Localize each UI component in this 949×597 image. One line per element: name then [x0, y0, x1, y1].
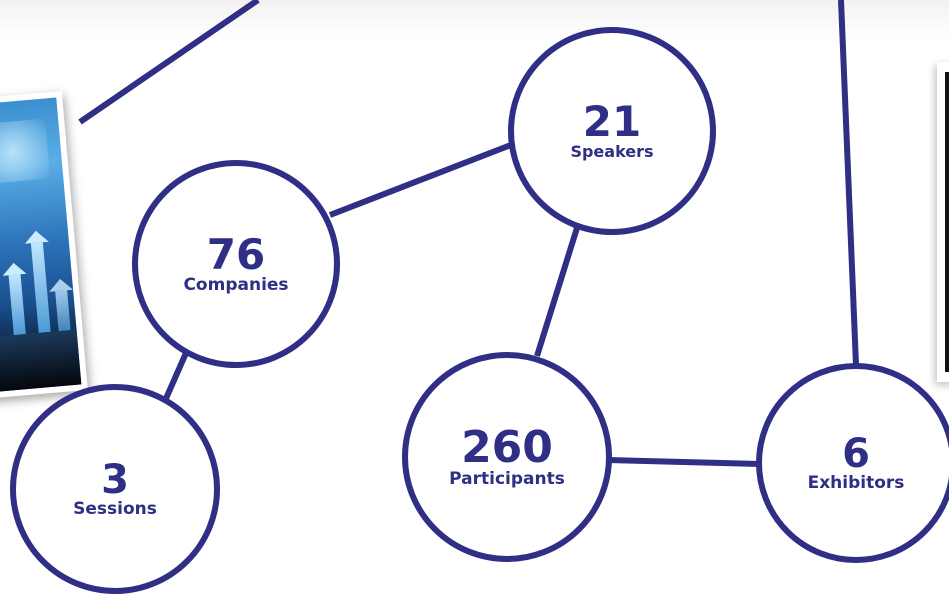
stat-participants-number: 260: [461, 421, 553, 473]
line-top-left: [78, 0, 260, 125]
stat-exhibitors-label: Exhibitors: [807, 472, 905, 493]
stat-companies-number: 76: [206, 229, 266, 279]
stat-speakers-number: 21: [582, 97, 642, 147]
right-photo-card: [937, 62, 949, 382]
line-participants-exhibitors: [607, 457, 761, 467]
stat-exhibitors-number: 6: [842, 430, 870, 477]
stat-sessions: 3 Sessions: [10, 384, 220, 594]
stat-companies: 76 Companies: [132, 160, 340, 368]
stat-exhibitors: 6 Exhibitors: [756, 363, 949, 563]
stat-speakers: 21 Speakers: [508, 27, 716, 235]
line-speakers-participants: [534, 211, 585, 357]
stat-companies-label: Companies: [183, 274, 289, 295]
line-companies-sessions: [161, 351, 189, 405]
line-companies-speakers: [328, 140, 518, 218]
stat-sessions-label: Sessions: [73, 498, 157, 519]
line-top-right: [838, 0, 859, 366]
stat-sessions-number: 3: [101, 456, 129, 503]
stat-participants-label: Participants: [449, 468, 565, 489]
stat-participants: 260 Participants: [402, 352, 612, 562]
top-shading: [0, 0, 949, 40]
stat-speakers-label: Speakers: [570, 142, 654, 162]
